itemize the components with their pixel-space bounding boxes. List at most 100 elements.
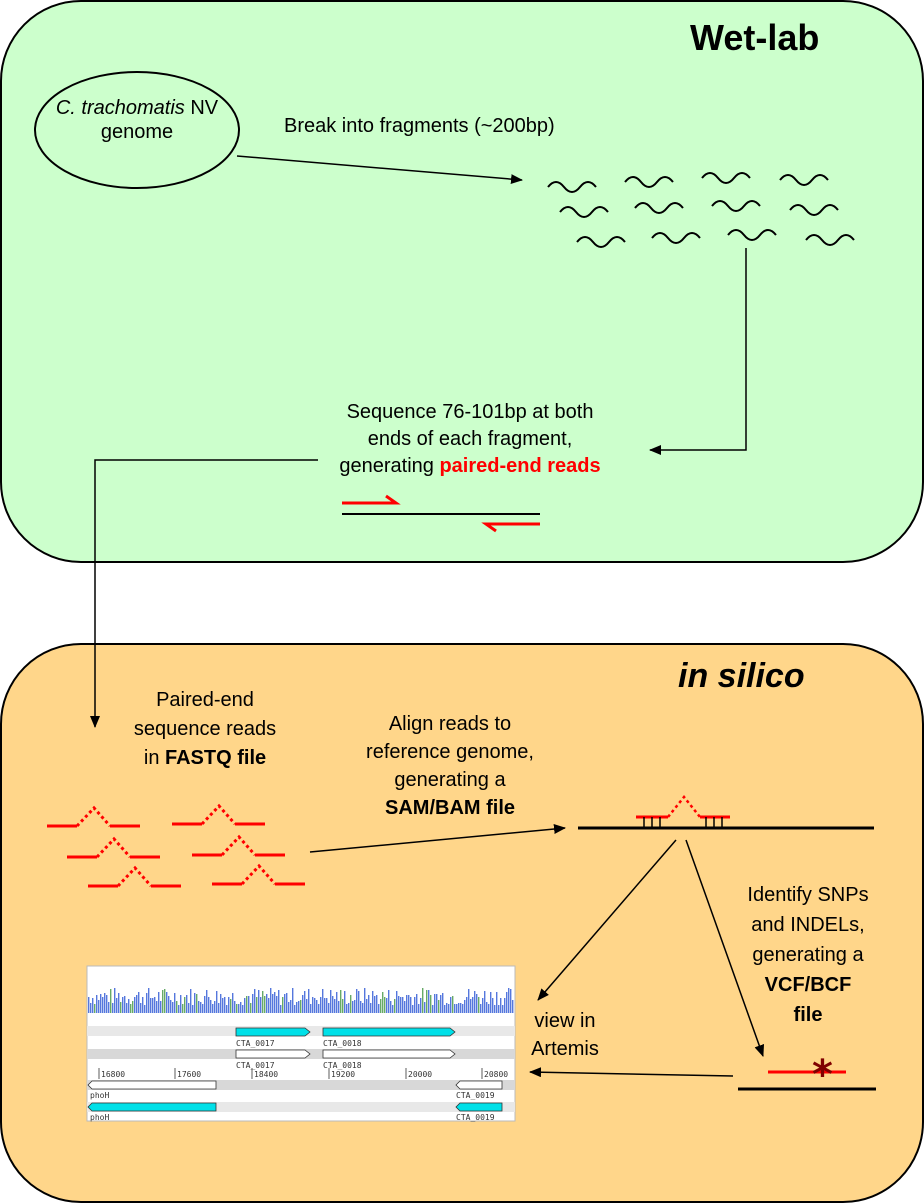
coverage-bar xyxy=(440,995,442,1013)
coverage-bar xyxy=(460,1003,462,1013)
coverage-bar xyxy=(162,990,164,1013)
coverage-bar xyxy=(318,1004,320,1013)
coverage-bar xyxy=(188,1003,190,1013)
coverage-bar xyxy=(144,1005,146,1013)
sequencing-line-1: Sequence 76-101bp at both xyxy=(346,401,594,423)
coverage-bar xyxy=(398,996,400,1013)
coverage-bar xyxy=(330,990,332,1013)
coverage-bar xyxy=(302,995,304,1013)
genome-strain: NV xyxy=(184,97,219,119)
coverage-bar xyxy=(166,992,168,1013)
snp-illustration xyxy=(738,1070,876,1091)
view-artemis-label: view in Artemis xyxy=(510,1007,620,1063)
coverage-bar xyxy=(376,995,378,1013)
coverage-bar xyxy=(198,1001,200,1013)
snp-line-3: generating a xyxy=(752,944,864,966)
gene-label: CTA_0018 xyxy=(323,1061,362,1070)
coverage-bar xyxy=(92,998,94,1013)
coverage-bar xyxy=(266,994,268,1013)
coverage-bar xyxy=(458,1003,460,1013)
coverage-bar xyxy=(236,1004,238,1013)
coverage-bar xyxy=(392,1005,394,1013)
coverage-bar xyxy=(220,994,222,1013)
coverage-bar xyxy=(136,995,138,1013)
ruler-tick-label: 20800 xyxy=(484,1070,508,1079)
coverage-bar xyxy=(120,1002,122,1013)
coverage-bar xyxy=(470,999,472,1013)
paired-end-reads-illustration xyxy=(47,803,305,888)
coverage-bar xyxy=(368,995,370,1013)
coverage-bar xyxy=(192,1005,194,1013)
coverage-bar xyxy=(498,1005,500,1013)
coverage-bar xyxy=(148,988,150,1013)
coverage-bar xyxy=(492,998,494,1013)
coverage-bar xyxy=(438,1000,440,1013)
coverage-bar xyxy=(436,994,438,1013)
coverage-bar xyxy=(210,1000,212,1013)
gene-label: CTA_0017 xyxy=(236,1061,275,1070)
coverage-bar xyxy=(328,1003,330,1013)
align-line-3: generating a xyxy=(394,769,506,791)
vcf-bcf-label: VCF/BCF xyxy=(764,974,852,996)
coverage-bar xyxy=(244,998,246,1013)
coverage-bar xyxy=(248,996,250,1013)
coverage-bar xyxy=(452,996,454,1013)
coverage-bar xyxy=(322,989,324,1013)
coverage-bar xyxy=(450,997,452,1013)
coverage-bar xyxy=(320,997,322,1013)
snp-line-2: and INDELs, xyxy=(751,914,865,936)
vcf-file-label: file xyxy=(793,1004,823,1026)
gene-cta0017-forward xyxy=(235,1027,311,1037)
coverage-bar xyxy=(90,1003,92,1013)
insilico-title: in silico xyxy=(678,657,805,695)
coverage-bar xyxy=(374,996,376,1013)
coverage-bar xyxy=(482,998,484,1013)
sequencing-line-3-prefix: generating xyxy=(339,455,440,477)
coverage-bar xyxy=(464,1000,466,1013)
sam-bam-label: SAM/BAM file xyxy=(385,797,515,819)
coverage-bar xyxy=(218,1003,220,1013)
gene-label: phoH xyxy=(90,1091,109,1100)
coverage-bar xyxy=(154,997,156,1013)
coverage-bar xyxy=(486,1002,488,1013)
gene-cta0019-reverse xyxy=(455,1102,503,1112)
coverage-bar xyxy=(500,998,502,1013)
coverage-bar xyxy=(268,998,270,1013)
coverage-bar xyxy=(454,1004,456,1013)
coverage-bar xyxy=(224,997,226,1013)
wetlab-title: Wet-lab xyxy=(690,17,820,58)
coverage-bar xyxy=(222,998,224,1013)
coverage-bar xyxy=(418,1004,420,1013)
coverage-bar xyxy=(298,1001,300,1013)
coverage-track xyxy=(88,988,514,1013)
sequencing-line-2: ends of each fragment, xyxy=(367,428,573,450)
coverage-bar xyxy=(132,1001,134,1013)
coverage-bar xyxy=(414,997,416,1013)
alignment-illustration xyxy=(578,794,874,830)
ruler-tick-label: 18400 xyxy=(254,1070,278,1079)
coverage-bar xyxy=(234,1001,236,1013)
coverage-bar xyxy=(420,998,422,1013)
coverage-bar xyxy=(326,998,328,1013)
coverage-bar xyxy=(416,994,418,1013)
coverage-bar xyxy=(272,994,274,1013)
gene-phoh-reverse xyxy=(87,1102,217,1112)
reads-label: Paired-end sequence reads in FASTQ file xyxy=(110,686,300,773)
gene-label: CTA_0019 xyxy=(456,1113,495,1122)
coverage-bar xyxy=(406,995,408,1013)
coverage-bar xyxy=(102,997,104,1013)
coverage-bar xyxy=(184,997,186,1013)
coverage-bar xyxy=(156,1001,158,1013)
coverage-bar xyxy=(352,1001,354,1013)
coverage-bar xyxy=(178,1005,180,1013)
coverage-bar xyxy=(260,997,262,1013)
coverage-bar xyxy=(336,992,338,1013)
reads-line-1: Paired-end xyxy=(156,689,254,711)
reads-line-3-prefix: in xyxy=(143,747,165,769)
arrow-alignment-to-snps xyxy=(685,839,765,1057)
gene-label: CTA_0018 xyxy=(323,1039,362,1048)
coverage-bar xyxy=(170,1000,172,1013)
coverage-bar xyxy=(264,996,266,1013)
coverage-bar xyxy=(128,999,130,1013)
coverage-bar xyxy=(296,1002,298,1013)
